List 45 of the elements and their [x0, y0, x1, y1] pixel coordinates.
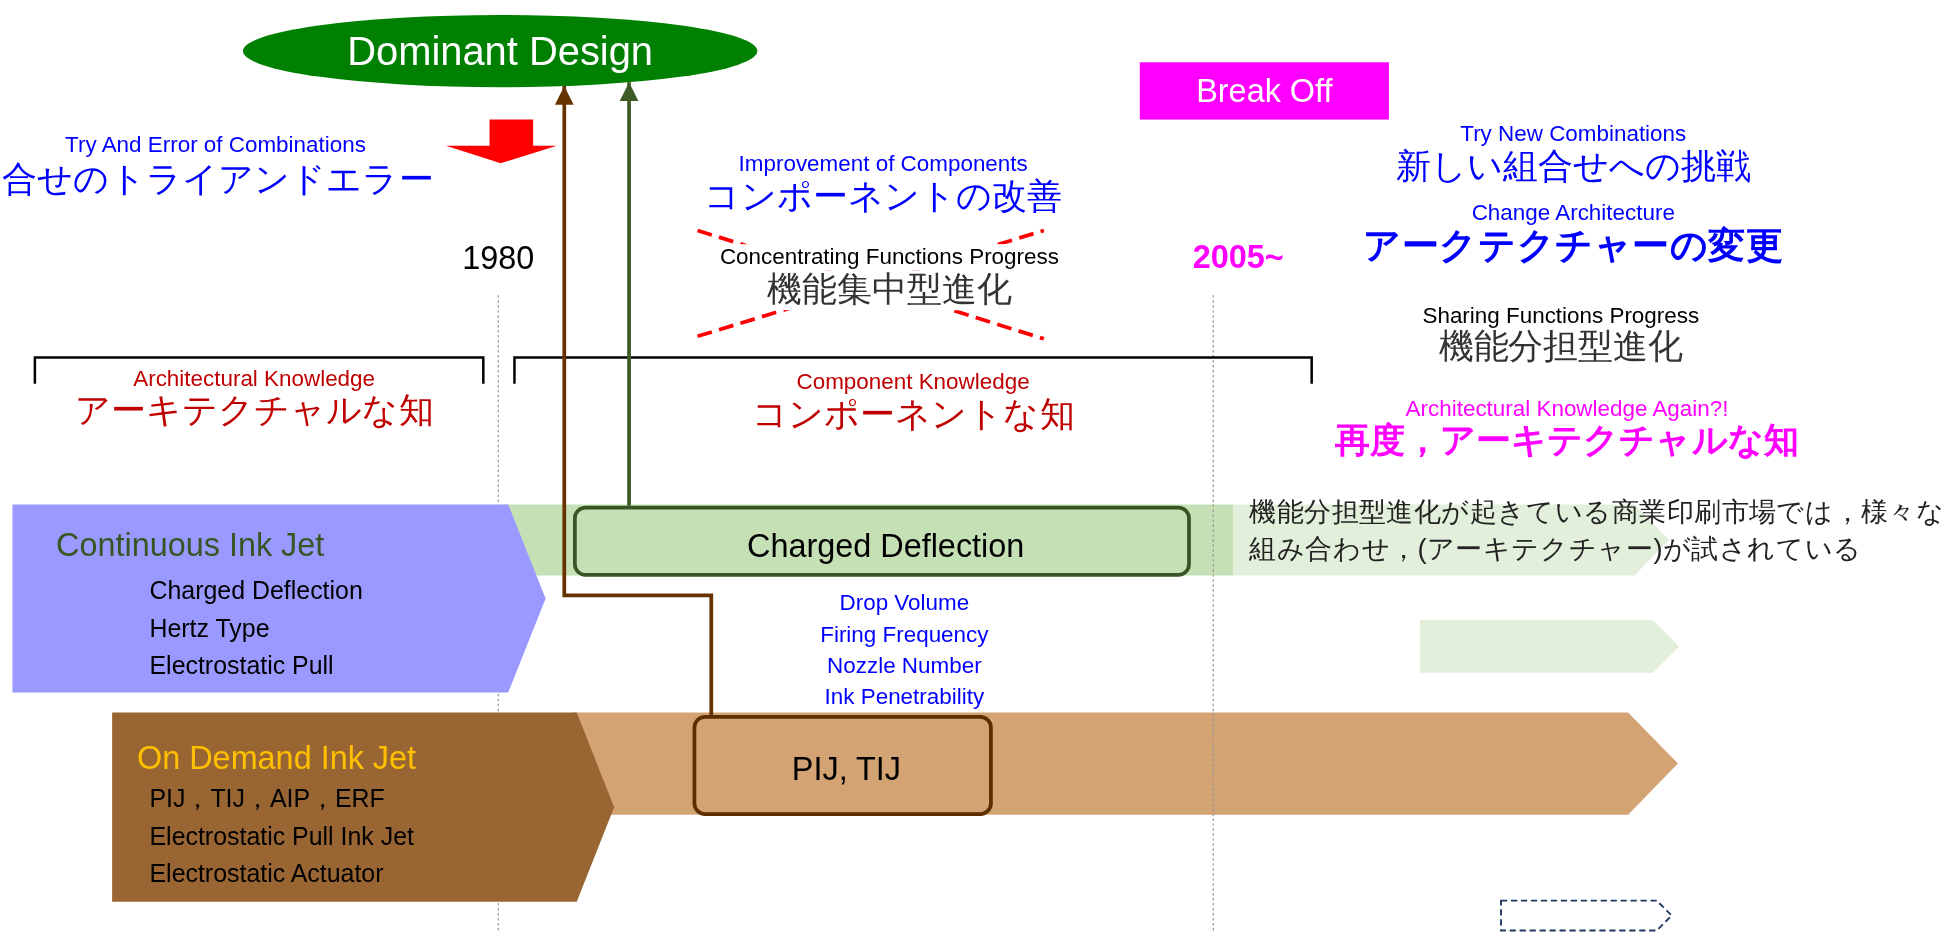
- phase-label: 再度，アーキテクチャルな知: [1335, 421, 1799, 462]
- parameter-label: Drop Volume: [839, 590, 970, 617]
- annotation-text: 合せのトライアンドエラー: [2, 159, 434, 200]
- annotation-text: Concentrating Functions Progress: [719, 244, 1059, 270]
- node-title: Break Off: [1196, 73, 1333, 110]
- note-text: 機能分担型進化が起きている商業印刷市場では，様々な組み合わせ，(アーキテクチャー)が試されている: [1249, 494, 1946, 567]
- annotation-text: アークテクチャーの変更: [1363, 224, 1784, 268]
- arrow: [619, 82, 639, 506]
- annotation-text: Sharing Functions Progress: [1422, 302, 1700, 329]
- category-item: Hertz Type: [149, 614, 270, 642]
- category-title: Continuous Ink Jet: [56, 526, 325, 563]
- technology-box: [573, 505, 1191, 577]
- phase-label: アーキテクチャルな知: [74, 391, 434, 432]
- annotation-text: コンポーネントの改善: [704, 176, 1062, 217]
- category-title: On Demand Ink Jet: [137, 739, 417, 776]
- annotation-text: Change Architecture: [1471, 200, 1675, 227]
- parameter-label: Nozzle Number: [827, 652, 982, 679]
- year-label: 2005~: [1192, 239, 1284, 277]
- arrow: [554, 86, 714, 715]
- node-title: Charged Deflection: [747, 528, 1025, 564]
- category-item: Charged Deflection: [149, 576, 363, 605]
- annotation-text: 新しい組合せへの挑戦: [1395, 147, 1751, 188]
- year-label: 1980: [462, 240, 535, 278]
- technology-band: [1420, 620, 1680, 673]
- annotation-text: 機能集中型進化: [767, 270, 1012, 311]
- phase-label: Architectural Knowledge Again?!: [1405, 396, 1729, 422]
- annotation-text: Improvement of Components: [738, 150, 1028, 177]
- parameter-label: Firing Frequency: [820, 621, 989, 648]
- parameter-label: Ink Penetrability: [824, 683, 985, 710]
- node-title: Dominant Design: [347, 29, 653, 74]
- category-item: PIJ，TIJ，AIP，ERF: [149, 784, 385, 813]
- category-item: Electrostatic Actuator: [149, 859, 384, 887]
- node-title: PIJ, TIJ: [791, 751, 901, 787]
- technology-band: [1501, 900, 1672, 931]
- phase-label: コンポーネントな知: [751, 394, 1075, 435]
- category-banner: [12, 504, 546, 693]
- annotation-text: Try And Error of Combinations: [65, 132, 366, 158]
- phase-label: Component Knowledge: [796, 368, 1030, 395]
- category-item: Electrostatic Pull Ink Jet: [149, 822, 414, 850]
- annotation-text: Try New Combinations: [1460, 120, 1687, 147]
- category-banner: [112, 712, 615, 902]
- label-box: [1139, 62, 1389, 120]
- category-item: Electrostatic Pull: [149, 651, 334, 679]
- technology-box: [692, 715, 993, 816]
- phase-label: Architectural Knowledge: [133, 366, 375, 392]
